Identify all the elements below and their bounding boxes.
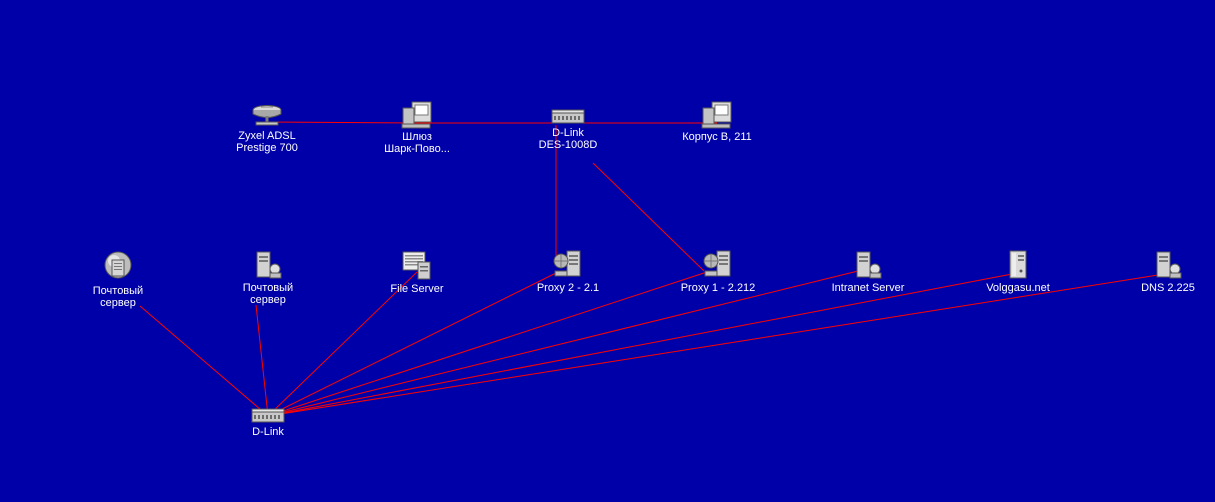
- node-label: Proxy 1 - 2.212: [680, 282, 756, 294]
- node-label: D-Link DES-1008D: [538, 127, 598, 151]
- proxy-server-icon: [703, 250, 731, 277]
- workstation-icon: [401, 101, 432, 129]
- node-label: Корпус В, 211: [682, 131, 752, 143]
- link-dlink_bottom-proxy1: [267, 270, 711, 417]
- node-label: Почтовый сервер: [242, 282, 294, 306]
- node-file-server[interactable]: File Server: [357, 250, 477, 295]
- node-dns-server[interactable]: DNS 2.225: [1108, 251, 1215, 294]
- switch-icon: [551, 109, 585, 124]
- node-label: Intranet Server: [831, 282, 905, 294]
- link-dlink_top-proxy1: [592, 162, 705, 272]
- link-dlink_bottom-proxy2: [267, 270, 561, 417]
- link-zyxel-gateway: [266, 121, 420, 124]
- server-icon: [856, 251, 882, 279]
- node-label: DNS 2.225: [1141, 282, 1195, 294]
- link-dlink_bottom-mail1: [139, 305, 269, 417]
- file-server-icon: [402, 251, 431, 280]
- server-icon: [1156, 251, 1182, 279]
- node-label: Zyxel ADSL Prestige 700: [236, 130, 298, 154]
- node-korpus-workstation[interactable]: Корпус В, 211: [657, 100, 777, 143]
- node-label: Шлюз Шарк-Пово...: [384, 131, 450, 155]
- proxy-server-icon: [553, 250, 581, 277]
- node-zyxel-modem[interactable]: Zyxel ADSL Prestige 700: [207, 101, 327, 154]
- node-label: Почтовый сервер: [92, 285, 144, 309]
- node-label: File Server: [390, 283, 444, 295]
- node-mail-server-1[interactable]: Почтовый сервер: [58, 250, 178, 309]
- link-dlink_bottom-volggasu: [267, 273, 1013, 417]
- node-volggasu-server[interactable]: Volggasu.net: [958, 249, 1078, 294]
- node-label: Volggasu.net: [986, 282, 1050, 294]
- mail-server-icon: [104, 251, 132, 279]
- modem-icon: [252, 105, 282, 126]
- link-dlink_bottom-mail2: [255, 304, 269, 417]
- workstation-icon: [701, 101, 732, 129]
- node-dlink-switch[interactable]: D-Link: [208, 407, 328, 438]
- tower-server-icon: [1009, 250, 1027, 279]
- node-dlink-des-1008d-switch[interactable]: D-Link DES-1008D: [508, 108, 628, 151]
- node-label: D-Link: [252, 426, 284, 438]
- server-icon: [256, 251, 282, 279]
- link-dlink_bottom-dns: [267, 274, 1159, 417]
- link-dlink_bottom-intranet: [267, 270, 859, 417]
- node-mail-server-2[interactable]: Почтовый сервер: [208, 251, 328, 306]
- node-proxy-1[interactable]: Proxy 1 - 2.212: [658, 249, 778, 294]
- switch-icon: [251, 408, 285, 423]
- link-dlink_bottom-fileserver: [267, 271, 418, 417]
- node-proxy-2[interactable]: Proxy 2 - 2.1: [508, 249, 628, 294]
- node-intranet-server[interactable]: Intranet Server: [808, 251, 928, 294]
- node-label: Proxy 2 - 2.1: [536, 282, 600, 294]
- node-gateway-workstation[interactable]: Шлюз Шарк-Пово...: [357, 100, 477, 155]
